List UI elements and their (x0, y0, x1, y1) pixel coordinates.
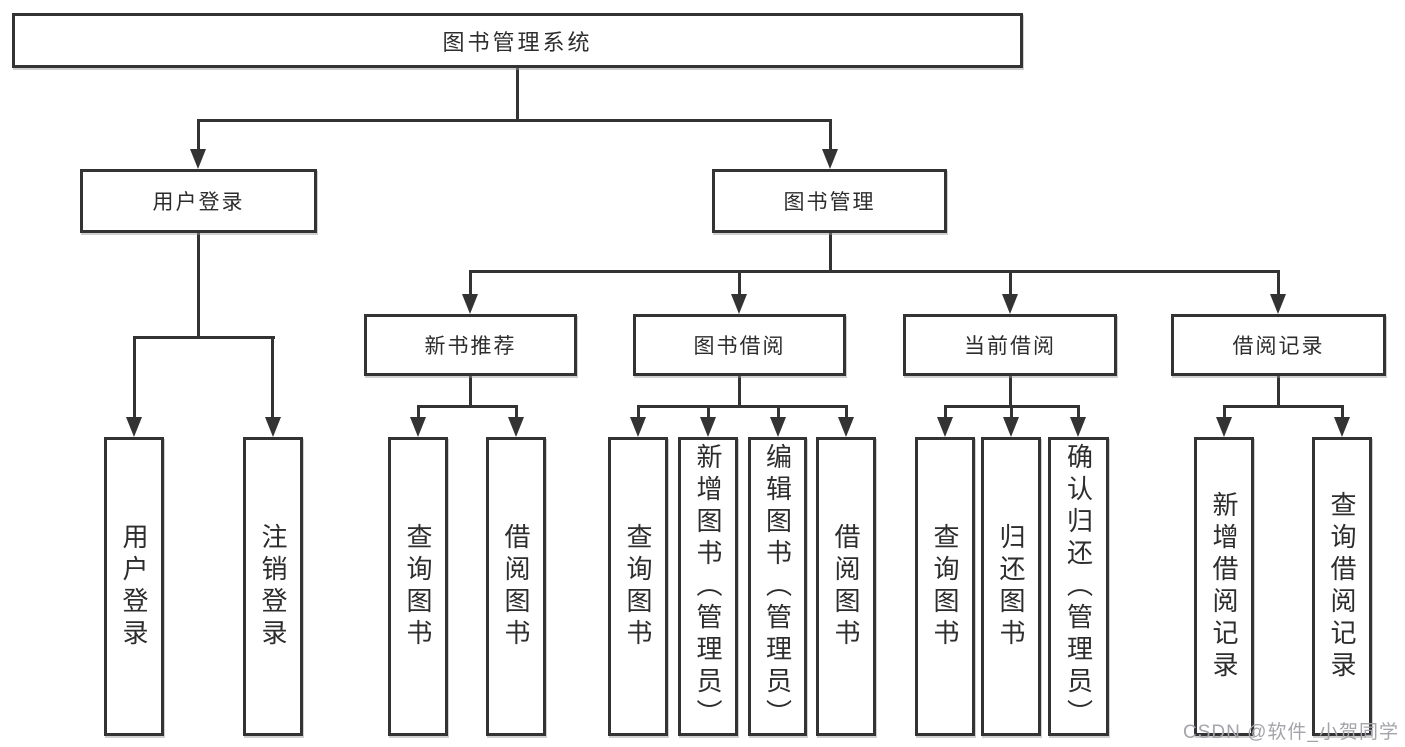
arrow-down-icon (410, 417, 426, 437)
connector-vline (1223, 405, 1226, 420)
leaf-label: 新增借阅记录 (1209, 490, 1239, 683)
arrow-down-icon (1002, 294, 1018, 314)
connector-vline (829, 119, 832, 151)
arrow-down-icon (770, 417, 786, 437)
leaf-user-login: 用户登录 (104, 437, 164, 736)
connector-vline (1341, 405, 1344, 420)
connector-hline (469, 270, 1280, 273)
connector-vline (777, 405, 780, 420)
leaf-label: 查询图书 (930, 522, 960, 651)
node-label: 用户登录 (152, 191, 245, 214)
leaf-borrow-books-newrec: 借阅图书 (486, 437, 546, 736)
connector-vline (133, 336, 136, 420)
arrow-down-icon (1270, 294, 1286, 314)
leaf-label: 归还图书 (996, 522, 1026, 651)
connector-vline (1009, 375, 1012, 407)
connector-vline (1277, 375, 1280, 407)
connector-vline (845, 405, 848, 420)
connector-vline (829, 232, 832, 272)
leaf-query-books-borrow: 查询图书 (608, 437, 668, 736)
leaf-label: 用户登录 (119, 522, 149, 651)
arrow-down-icon (1003, 417, 1019, 437)
arrow-down-icon (1070, 417, 1086, 437)
arrow-down-icon (508, 417, 524, 437)
connector-hline (637, 405, 848, 408)
arrow-down-icon (126, 417, 142, 437)
leaf-label: 借阅图书 (831, 522, 861, 651)
connector-vline (1009, 270, 1012, 297)
leaf-label: 借阅图书 (501, 522, 531, 651)
connector-vline (469, 270, 472, 297)
connector-hline (197, 119, 832, 122)
watermark: CSDN @软件_小贺同学 (1183, 722, 1399, 743)
arrow-down-icon (1216, 417, 1232, 437)
leaf-confirm-return-admin: 确认归还（管理员） (1048, 437, 1109, 736)
leaf-query-books-newrec: 查询图书 (388, 437, 448, 736)
connector-vline (738, 375, 741, 407)
leaf-add-borrow-record: 新增借阅记录 (1194, 437, 1254, 736)
arrow-down-icon (462, 294, 478, 314)
connector-vline (1010, 405, 1013, 420)
node-book-management: 图书管理 (712, 169, 947, 233)
arrow-down-icon (838, 417, 854, 437)
leaf-label: 查询图书 (623, 522, 653, 651)
node-label: 当前借阅 (964, 335, 1056, 358)
leaf-edit-books-admin: 编辑图书（管理员） (748, 437, 807, 736)
arrow-down-icon (700, 417, 716, 437)
node-label: 新书推荐 (424, 335, 517, 358)
arrow-down-icon (937, 417, 953, 437)
connector-hline (1223, 405, 1344, 408)
arrow-down-icon (265, 417, 281, 437)
node-user-login: 用户登录 (80, 169, 317, 233)
leaf-label: 确认归还（管理员） (1063, 442, 1094, 731)
node-new-book-recommend: 新书推荐 (364, 314, 577, 376)
connector-hline (417, 405, 518, 408)
connector-vline (944, 405, 947, 420)
connector-vline (469, 375, 472, 407)
connector-vline (197, 119, 200, 151)
leaf-label: 新增图书（管理员） (693, 442, 723, 731)
node-library-system-root: 图书管理系统 (12, 13, 1023, 68)
connector-vline (417, 405, 420, 420)
leaf-borrow-books: 借阅图书 (816, 437, 876, 736)
connector-vline (1277, 270, 1280, 297)
arrow-down-icon (822, 149, 838, 169)
leaf-logout-login: 注销登录 (243, 437, 303, 736)
leaf-label: 查询图书 (403, 522, 433, 651)
leaf-return-books: 归还图书 (981, 437, 1041, 736)
connector-hline (133, 336, 275, 339)
leaf-add-books-admin: 新增图书（管理员） (678, 437, 738, 736)
connector-vline (637, 405, 640, 420)
node-label: 借阅记录 (1232, 335, 1325, 358)
arrow-down-icon (190, 149, 206, 169)
leaf-label: 注销登录 (258, 522, 288, 651)
node-borrow-records: 借阅记录 (1171, 314, 1386, 376)
connector-vline (515, 405, 518, 420)
leaf-query-borrow-record: 查询借阅记录 (1312, 437, 1372, 736)
connector-vline (738, 270, 741, 297)
arrow-down-icon (1334, 417, 1350, 437)
connector-vline (1077, 405, 1080, 420)
connector-vline (707, 405, 710, 420)
connector-vline (197, 232, 200, 338)
connector-vline (271, 336, 274, 420)
node-label: 图书管理系统 (442, 29, 593, 55)
node-book-borrow: 图书借阅 (633, 314, 846, 376)
arrow-down-icon (731, 294, 747, 314)
arrow-down-icon (630, 417, 646, 437)
node-label: 图书借阅 (693, 335, 786, 358)
connector-vline (516, 68, 519, 122)
node-current-borrow: 当前借阅 (903, 314, 1117, 376)
leaf-label: 编辑图书（管理员） (762, 442, 793, 731)
leaf-label: 查询借阅记录 (1327, 490, 1357, 683)
node-label: 图书管理 (783, 191, 876, 214)
leaf-query-books-current: 查询图书 (915, 437, 975, 736)
